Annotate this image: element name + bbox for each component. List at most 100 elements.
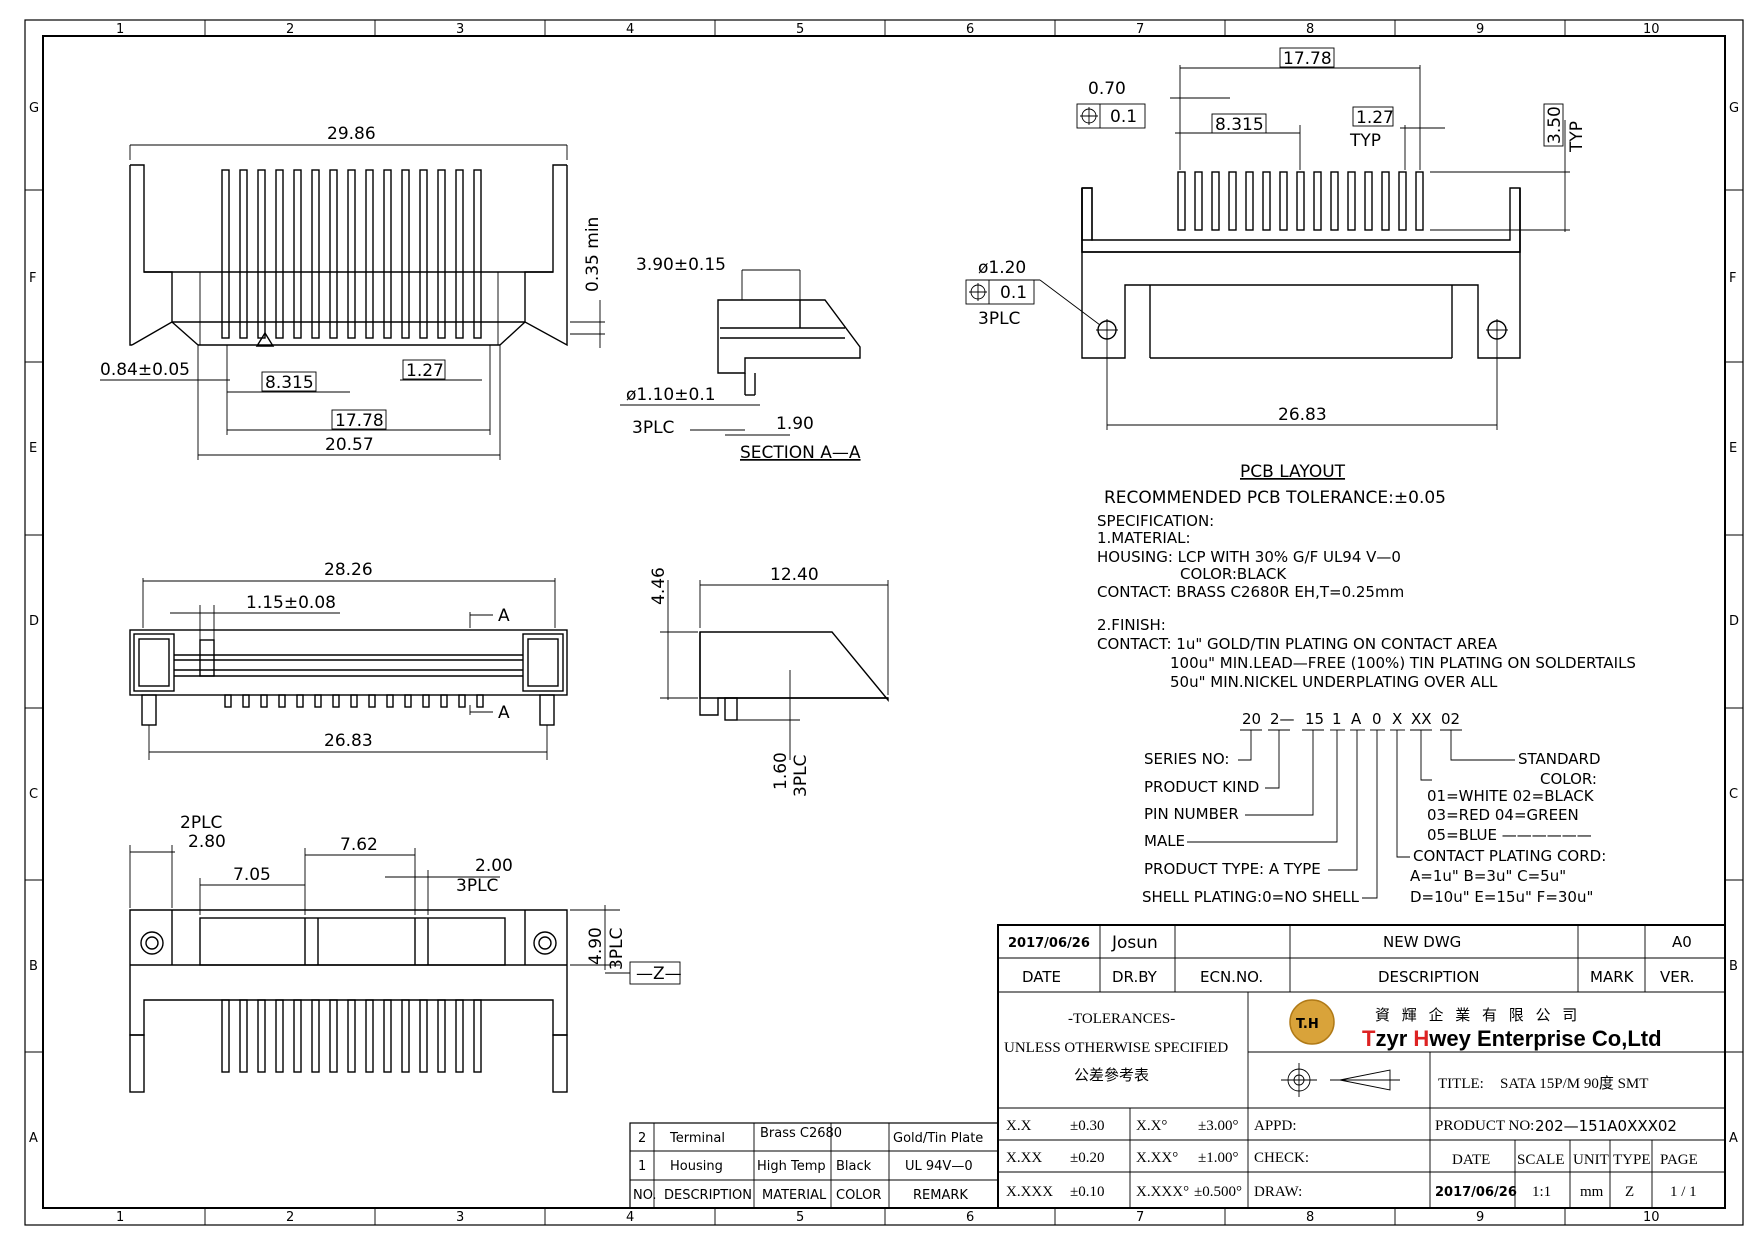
- svg-text:B: B: [29, 959, 38, 974]
- svg-text:PIN NUMBER: PIN NUMBER: [1144, 805, 1239, 823]
- svg-text:X.X: X.X: [1006, 1118, 1032, 1134]
- svg-text:1: 1: [1332, 710, 1342, 728]
- svg-text:1: 1: [638, 1159, 646, 1174]
- svg-text:PRODUCT NO:: PRODUCT NO:: [1435, 1118, 1534, 1134]
- svg-text:3PLC: 3PLC: [791, 755, 811, 797]
- svg-text:8.315: 8.315: [1215, 115, 1264, 135]
- svg-text:T.H: T.H: [1296, 1017, 1319, 1032]
- svg-text:A: A: [498, 606, 510, 626]
- svg-text:±3.00°: ±3.00°: [1198, 1118, 1238, 1134]
- svg-text:UNIT: UNIT: [1573, 1152, 1609, 1168]
- outer-frame: [24, 19, 1744, 1226]
- svg-text:High Temp: High Temp: [757, 1159, 826, 1174]
- svg-text:1.27: 1.27: [1356, 108, 1394, 128]
- svg-text:2017/06/26: 2017/06/26: [1008, 936, 1090, 951]
- svg-text:7.62: 7.62: [340, 835, 378, 855]
- svg-text:50u" MIN.NICKEL UNDERPLATING: 50u" MIN.NICKEL UNDERPLATING OVER ALL: [1170, 673, 1498, 691]
- svg-text:STANDARD: STANDARD: [1518, 750, 1601, 768]
- svg-text:COLOR:: COLOR:: [1540, 770, 1597, 788]
- svg-text:6: 6: [966, 22, 974, 37]
- svg-text:NEW DWG: NEW DWG: [1383, 933, 1461, 951]
- svg-text:—Z—: —Z—: [636, 964, 682, 984]
- svg-text:SHELL PLATING:0=NO SHELL: SHELL PLATING:0=NO SHELL: [1142, 888, 1360, 906]
- svg-text:±0.20: ±0.20: [1070, 1150, 1104, 1166]
- svg-text:29.86: 29.86: [327, 124, 376, 144]
- svg-text:3.90±0.15: 3.90±0.15: [636, 255, 726, 275]
- svg-text:X.XX°: X.XX°: [1136, 1150, 1178, 1166]
- svg-text:8.315: 8.315: [265, 373, 314, 393]
- svg-text:REMARK: REMARK: [913, 1188, 968, 1203]
- svg-text:G: G: [29, 101, 39, 116]
- svg-text:UNLESS OTHERWISE SPECIFIED: UNLESS OTHERWISE SPECIFIED: [1004, 1040, 1228, 1056]
- svg-text:Z: Z: [1625, 1184, 1634, 1200]
- svg-text:X.XXX°: X.XXX°: [1136, 1184, 1189, 1200]
- svg-text:PAGE: PAGE: [1660, 1152, 1698, 1168]
- svg-text:0.84±0.05: 0.84±0.05: [100, 360, 190, 380]
- bom-table: 2 Terminal Brass C2680 Gold/Tin Plate 1 …: [629, 1122, 999, 1209]
- svg-text:PRODUCT KIND: PRODUCT KIND: [1144, 778, 1259, 796]
- svg-text:20.57: 20.57: [325, 435, 374, 455]
- svg-text:MARK: MARK: [1590, 968, 1635, 986]
- svg-text:SERIES NO:: SERIES NO:: [1144, 750, 1229, 768]
- svg-text:DESCRIPTION: DESCRIPTION: [664, 1188, 752, 1203]
- svg-text:A: A: [29, 1131, 38, 1146]
- svg-text:A: A: [1351, 710, 1362, 728]
- svg-text:3.50: 3.50: [1545, 106, 1565, 144]
- svg-text:2.80: 2.80: [188, 832, 226, 852]
- svg-text:4: 4: [626, 22, 634, 37]
- svg-text:Brass C2680: Brass C2680: [760, 1126, 842, 1141]
- svg-text:Gold/Tin Plate: Gold/Tin Plate: [893, 1131, 983, 1146]
- svg-text:D: D: [29, 614, 39, 629]
- svg-text:7: 7: [1136, 1210, 1144, 1225]
- svg-text:5: 5: [796, 1210, 804, 1225]
- svg-text:APPD:: APPD:: [1254, 1118, 1297, 1134]
- svg-text:15: 15: [1305, 710, 1324, 728]
- svg-text:SCALE: SCALE: [1517, 1152, 1565, 1168]
- svg-text:12.40: 12.40: [770, 565, 819, 585]
- svg-text:Josun: Josun: [1111, 933, 1158, 953]
- svg-text:3: 3: [456, 1210, 464, 1225]
- svg-text:2PLC: 2PLC: [180, 813, 222, 833]
- svg-text:2: 2: [286, 1210, 294, 1225]
- svg-text:3: 3: [456, 22, 464, 37]
- projection-symbol-icon: [1281, 1063, 1400, 1097]
- svg-text:A0: A0: [1672, 933, 1692, 951]
- top-view: 28.26 1.15±0.08 A A 26.83: [129, 560, 568, 760]
- svg-text:1:1: 1:1: [1532, 1184, 1551, 1200]
- svg-text:DR.BY: DR.BY: [1112, 968, 1158, 986]
- svg-text:ø1.10±0.1: ø1.10±0.1: [626, 385, 716, 405]
- svg-text:02: 02: [1441, 710, 1460, 728]
- svg-text:2: 2: [638, 1131, 646, 1146]
- svg-text:NO.: NO.: [633, 1188, 657, 1203]
- svg-text:CONTACT: BRASS C2680R EH,T=: CONTACT: BRASS C2680R EH,T=0.25mm: [1097, 583, 1404, 601]
- svg-text:28.26: 28.26: [324, 560, 373, 580]
- svg-text:PCB LAYOUT: PCB LAYOUT: [1240, 462, 1346, 482]
- svg-text:XX: XX: [1411, 710, 1432, 728]
- svg-text:2.00: 2.00: [475, 856, 513, 876]
- svg-text:G: G: [1729, 101, 1739, 116]
- svg-text:±0.500°: ±0.500°: [1194, 1184, 1242, 1200]
- svg-text:10: 10: [1643, 1210, 1660, 1225]
- svg-text:3PLC: 3PLC: [456, 876, 498, 896]
- svg-text:公差參考表: 公差參考表: [1074, 1067, 1149, 1084]
- bottom-view: 2PLC 2.80 7.62 7.05 2.00 3PLC 4.90 3PLC …: [129, 813, 682, 1093]
- svg-text:9: 9: [1476, 22, 1484, 37]
- svg-text:E: E: [29, 441, 37, 456]
- front-view: 29.86 0.35 min 0.84±0.05 8.315 1.27 17.7…: [100, 124, 605, 460]
- svg-text:3PLC: 3PLC: [632, 418, 674, 438]
- svg-text:CHECK:: CHECK:: [1254, 1150, 1309, 1166]
- svg-text:17.78: 17.78: [1283, 49, 1332, 69]
- svg-text:CONTACT PLATING CORD:: CONTACT PLATING CORD:: [1413, 847, 1606, 865]
- svg-text:X.X°: X.X°: [1136, 1118, 1167, 1134]
- svg-text:5: 5: [796, 22, 804, 37]
- svg-text:-TOLERANCES-: -TOLERANCES-: [1068, 1011, 1175, 1027]
- svg-text:TITLE:: TITLE:: [1438, 1076, 1484, 1092]
- svg-text:mm: mm: [1580, 1184, 1604, 1200]
- svg-text:2017/06/26: 2017/06/26: [1435, 1185, 1517, 1200]
- svg-text:0.1: 0.1: [1000, 283, 1027, 303]
- svg-text:8: 8: [1306, 1210, 1314, 1225]
- svg-text:ECN.NO.: ECN.NO.: [1200, 968, 1263, 986]
- svg-text:D: D: [1729, 614, 1739, 629]
- svg-text:1: 1: [116, 1210, 124, 1225]
